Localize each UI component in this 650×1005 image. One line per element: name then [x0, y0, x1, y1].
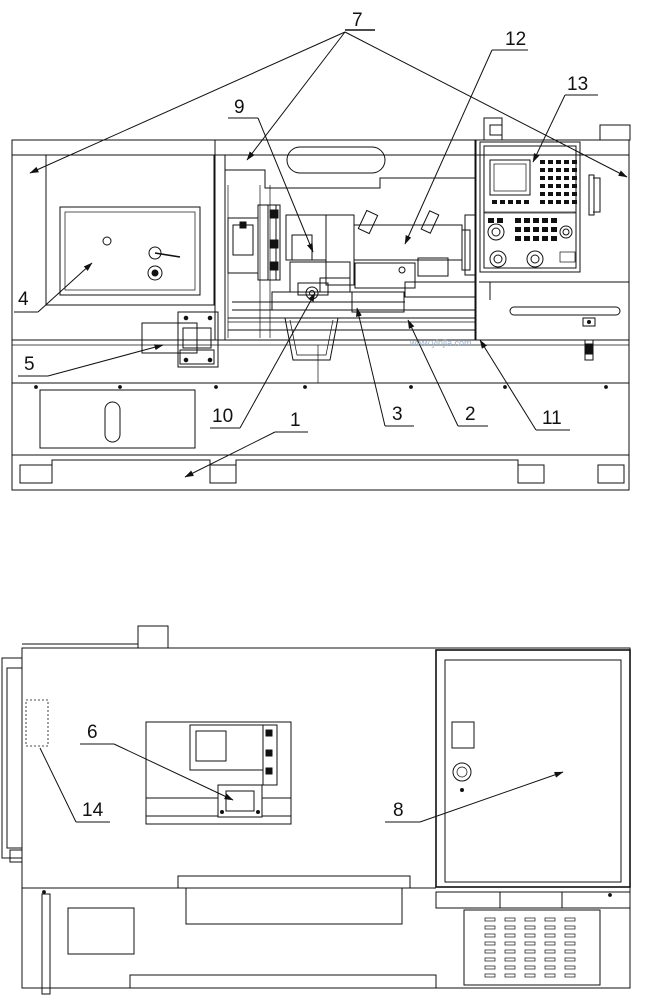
callout-labels: 7 12 13 9 4 5 10 1 3 2 11 6 14 8 www.yin…: [18, 10, 588, 821]
label-8: 8: [393, 800, 404, 821]
emergency-stop: [526, 250, 544, 268]
label-13: 13: [567, 74, 588, 95]
tailstock: [353, 224, 463, 261]
label-4: 4: [18, 289, 29, 310]
coolant-box: [141, 322, 198, 354]
label-1: 1: [290, 410, 301, 431]
main-switch: [452, 762, 472, 782]
screws-row: [34, 385, 608, 389]
right-handle: [509, 306, 621, 316]
cnc-control-panel: [479, 141, 581, 273]
label-10: 10: [212, 406, 233, 427]
label-3: 3: [392, 404, 403, 425]
left-door-window: [45, 154, 215, 306]
electrical-cabinet: [435, 649, 631, 888]
rear-view: [1, 625, 631, 995]
rear-window: [145, 721, 292, 825]
label-11: 11: [542, 408, 562, 429]
machine-bed: [11, 339, 630, 384]
base-feet: [11, 454, 630, 491]
label-6: 6: [87, 722, 98, 743]
rear-handle: [185, 887, 403, 925]
dashed-component: [25, 699, 49, 747]
label-12: 12: [505, 29, 526, 50]
label-7: 7: [352, 10, 363, 31]
label-5: 5: [24, 354, 35, 375]
rear-panel: [21, 647, 631, 989]
label-2: 2: [465, 404, 476, 425]
label-9: 9: [234, 97, 245, 118]
vent-slots: [484, 917, 576, 978]
signal-light: [483, 117, 503, 141]
watermark: www.yinjia.com: [409, 338, 472, 348]
keypad: [488, 160, 577, 241]
door-lock: [148, 246, 162, 260]
spindle-knob: [559, 225, 573, 239]
label-14: 14: [82, 800, 104, 821]
leaders: [14, 29, 628, 823]
left-door-panel: [59, 206, 201, 296]
window-handle: [286, 146, 386, 174]
vent-panel: [463, 909, 601, 986]
front-view: [11, 117, 631, 491]
motor: [217, 784, 263, 818]
feed-override-knob: [487, 223, 505, 241]
cnc-screen: [489, 159, 531, 196]
